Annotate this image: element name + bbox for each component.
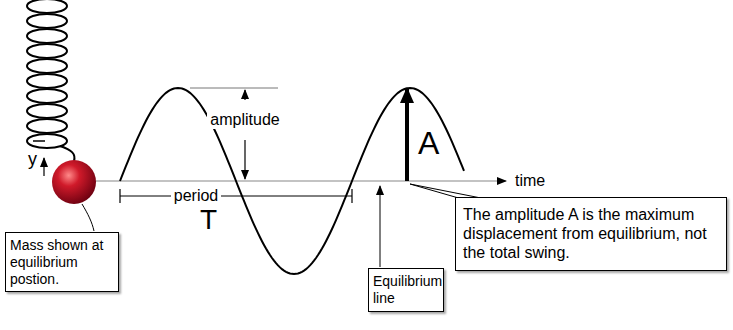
callout-text: Equilibrium line — [373, 273, 439, 307]
time-axis — [96, 180, 506, 181]
callout-text: Mass shown at equilibrium postion. — [10, 237, 114, 287]
amplitude-arrow — [244, 90, 245, 100]
y-bar — [33, 140, 45, 142]
amplitude-label: amplitude — [207, 111, 282, 129]
period-label: period — [171, 187, 221, 205]
mass-ball — [52, 160, 96, 204]
amplitude-symbol: A — [418, 126, 439, 161]
amplitude-A-arrow — [405, 89, 409, 181]
spring — [27, 0, 74, 161]
period-tick — [351, 189, 352, 203]
sine-wave — [120, 88, 464, 274]
period-tick — [119, 189, 120, 203]
leader-arrow — [380, 186, 381, 267]
amplitude-arrow — [244, 140, 245, 179]
period-symbol: T — [200, 205, 217, 236]
y-arrow — [43, 158, 44, 176]
leader-line — [82, 204, 94, 231]
callout-box: The amplitude A is the maximum displacem… — [455, 197, 727, 271]
amplitude-tick — [190, 88, 278, 89]
axis-label: y — [28, 150, 37, 170]
callout-box: Mass shown at equilibrium postion. — [5, 232, 119, 292]
callout-box: Equilibrium line — [368, 268, 444, 312]
callout-text: The amplitude A is the maximum displacem… — [463, 205, 719, 263]
period-line — [120, 196, 352, 197]
axis-label: time — [515, 172, 545, 190]
